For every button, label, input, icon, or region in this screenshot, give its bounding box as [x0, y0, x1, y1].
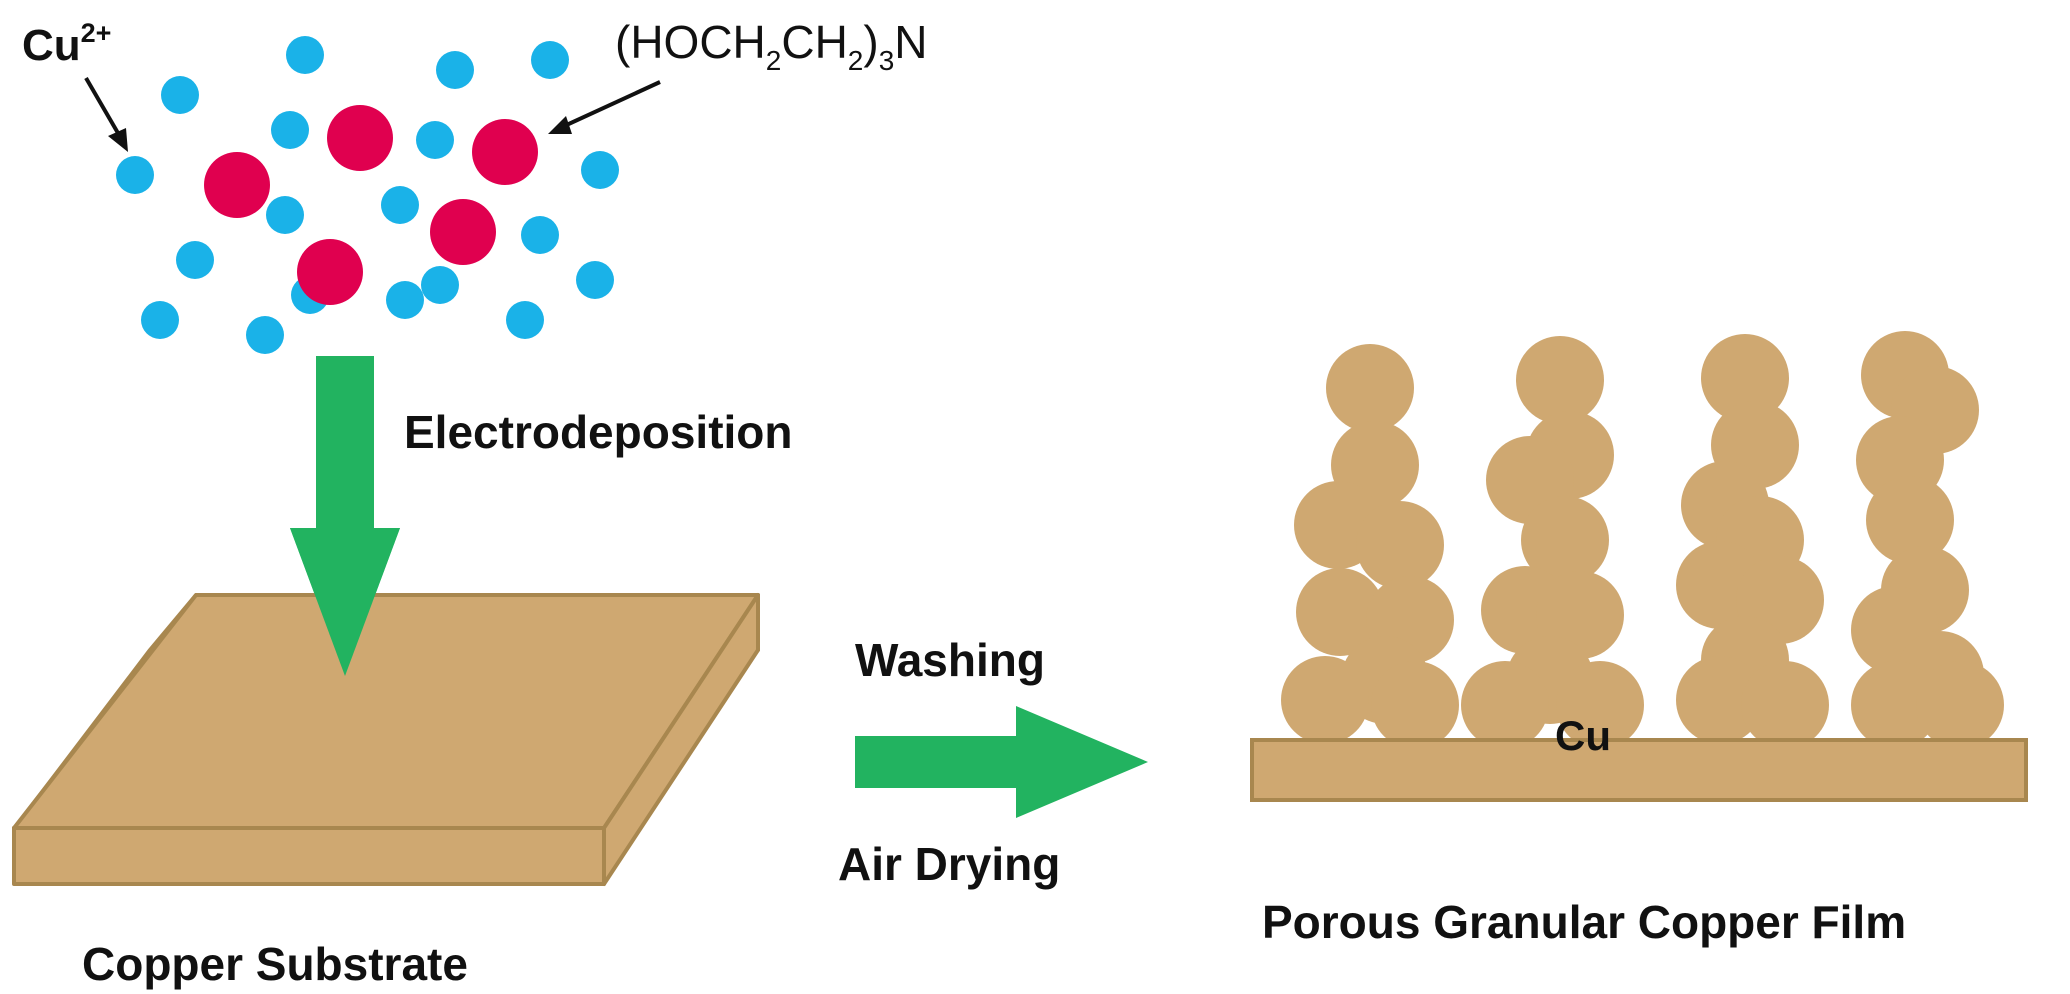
copper-grain	[1516, 336, 1604, 424]
copper-grain	[1741, 661, 1829, 749]
cu-ion-dot	[246, 316, 284, 354]
copper-grain	[1371, 661, 1459, 749]
cu-ion-dot	[531, 41, 569, 79]
washing-label: Washing	[855, 634, 1045, 686]
copper-grain	[1556, 661, 1644, 749]
cu-ion-dot	[381, 186, 419, 224]
cu-ion-dot	[521, 216, 559, 254]
copper-grain	[1326, 344, 1414, 432]
cu-ion-dot	[436, 51, 474, 89]
substrate-label: Copper Substrate	[82, 938, 468, 990]
cu-ion-dot	[266, 196, 304, 234]
copper-grain	[1281, 656, 1369, 744]
copper-grain	[1916, 661, 2004, 749]
cu-ion-dot	[141, 301, 179, 339]
copper-grain	[1701, 334, 1789, 422]
cu-ion-dot	[416, 121, 454, 159]
cu-ion-dot	[271, 111, 309, 149]
cu-ion-dot	[506, 301, 544, 339]
copper-film	[1250, 331, 2028, 802]
copper-grain	[1866, 476, 1954, 564]
cu-ion-dot	[421, 266, 459, 304]
solution-cluster	[116, 36, 619, 354]
air-drying-label: Air Drying	[838, 838, 1060, 890]
electrodeposition-arrow-tip	[290, 528, 400, 676]
electrodeposition-label: Electrodeposition	[404, 406, 792, 458]
ligand-dot	[297, 239, 363, 305]
cu-ion-dot	[386, 281, 424, 319]
ligand-dot	[430, 199, 496, 265]
ligand-formula-label: (HOCH2CH2)3N	[615, 16, 928, 76]
cu-ion-dots	[116, 36, 619, 354]
cu-ion-dot	[286, 36, 324, 74]
copper-grain	[1851, 661, 1939, 749]
copper-grain	[1521, 496, 1609, 584]
copper-grain	[1461, 661, 1549, 749]
ligand-dot	[327, 105, 393, 171]
ligand-dot	[472, 119, 538, 185]
copper-substrate-plate	[12, 593, 760, 886]
film-title-label: Porous Granular Copper Film	[1262, 896, 1906, 948]
cu-ion-label: Cu2+	[22, 18, 111, 70]
cu-ion-dot	[176, 241, 214, 279]
copper-base-layer	[1250, 738, 2028, 802]
cu-ion-dot	[576, 261, 614, 299]
cu-ion-pointer-arrow	[84, 76, 128, 152]
washing-drying-arrow	[855, 706, 1148, 818]
copper-grain	[1296, 568, 1384, 656]
ligand-pointer-arrow	[548, 80, 661, 134]
ligand-dot	[204, 152, 270, 218]
ligand-dots	[204, 105, 538, 305]
copper-grains	[1281, 331, 2004, 749]
copper-grain	[1356, 501, 1444, 589]
cu-ion-dot	[581, 151, 619, 189]
copper-grain	[1676, 656, 1764, 744]
cu-ion-dot	[161, 76, 199, 114]
cu-ion-dot	[116, 156, 154, 194]
film-base-label: Cu	[1555, 712, 1611, 759]
